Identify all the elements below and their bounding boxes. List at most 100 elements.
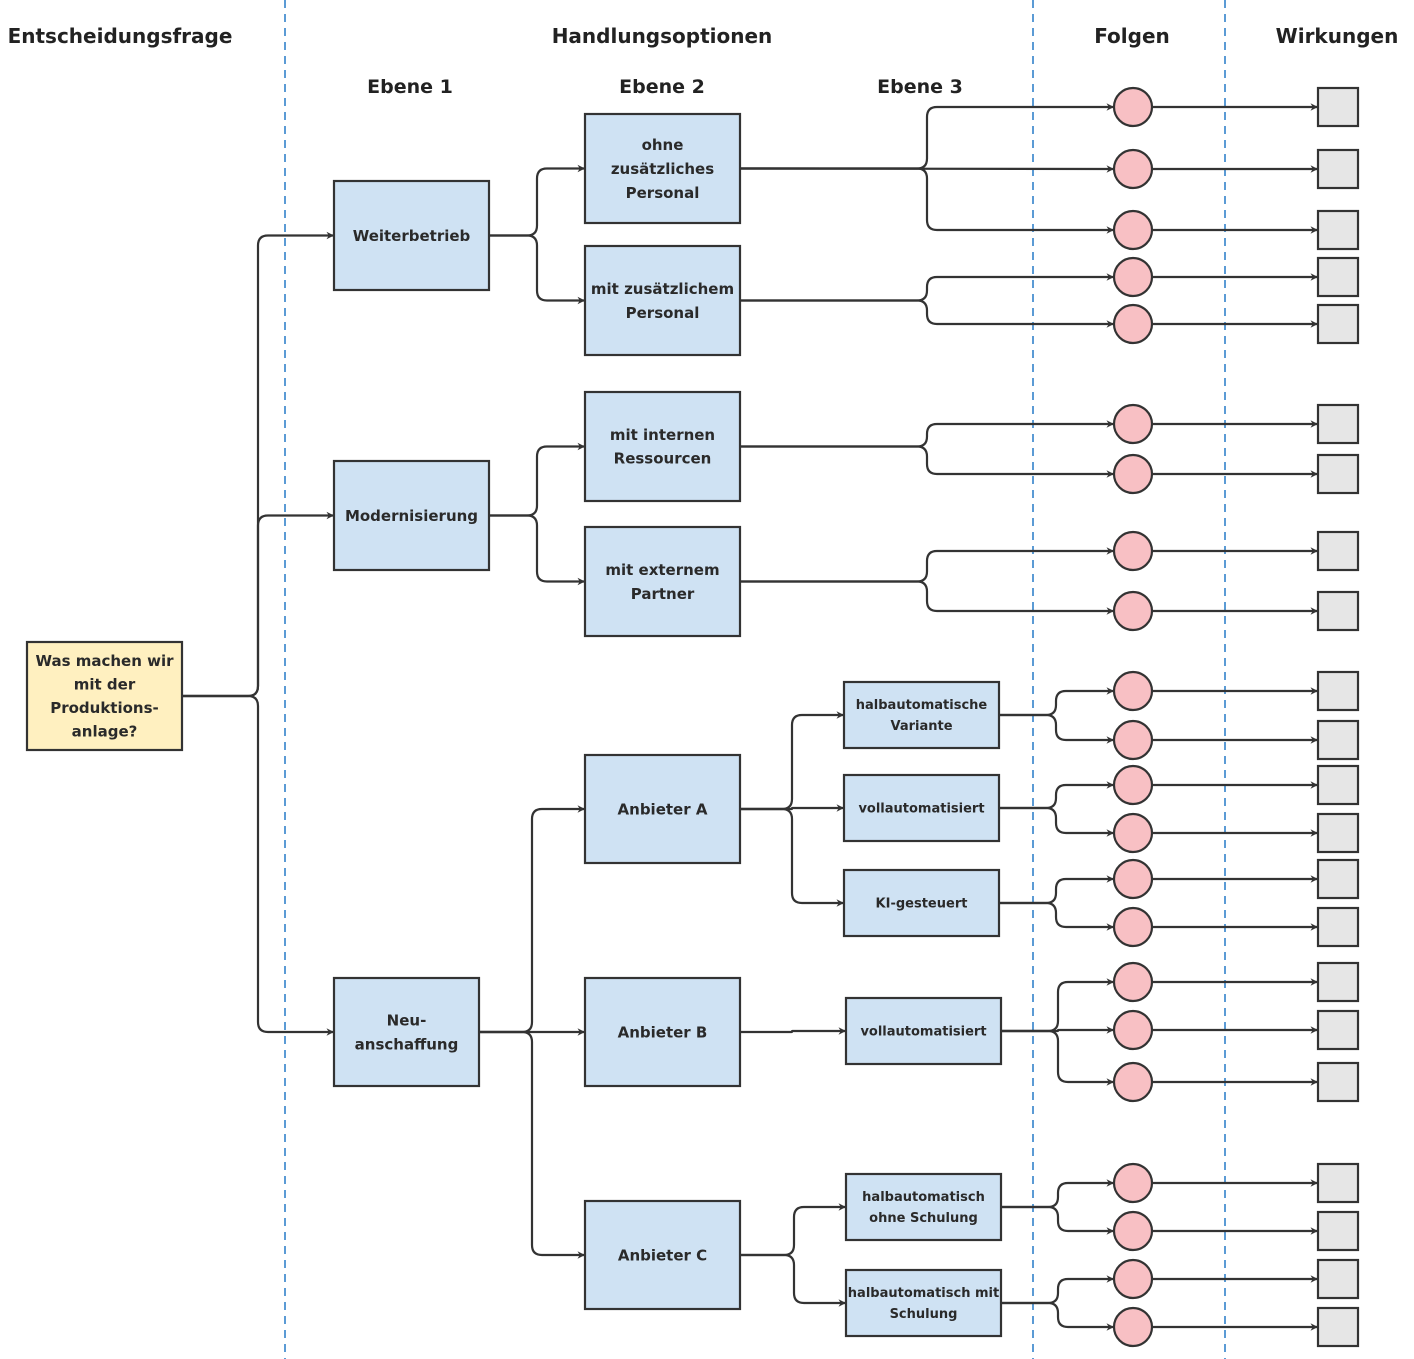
level2-anbieter-c: Anbieter C: [583, 1199, 742, 1311]
level2-anbieter-a-label: Anbieter A: [618, 800, 708, 818]
level1-modernisierung: Modernisierung: [332, 459, 491, 572]
consequence-circle: [1112, 86, 1154, 128]
level3-a-vollautomatisiert-box: [842, 773, 1001, 843]
header-options: Handlungsoptionen: [552, 24, 773, 48]
consequence-circle: [1112, 670, 1154, 712]
level2-ohne-personal-box: [583, 112, 742, 225]
effect-square: [1316, 906, 1360, 948]
consequence-circle: [1112, 148, 1154, 190]
level3-c-mit-schulung-box: [844, 1268, 1003, 1338]
level2-anbieter-a: Anbieter A: [583, 753, 742, 865]
level3-b-vollautomatisiert: vollautomatisiert: [844, 996, 1003, 1066]
effect-square: [1316, 86, 1360, 128]
consequence-circle: [1112, 303, 1154, 345]
question-node-box: [25, 640, 184, 752]
level2-ohne-personal-label: zusätzliches: [611, 160, 714, 178]
edge-b-vollautomatisiert-to-consequence: [1001, 1029, 1114, 1086]
edge-ohne-personal-to-consequence: [740, 167, 1114, 234]
header-question: Entscheidungsfrage: [8, 24, 233, 48]
level2-ohne-personal-label: ohne: [642, 136, 684, 154]
level2-interne-ressourcen-label: mit internen: [610, 426, 715, 444]
level3-a-halbautomatisch-box: [842, 680, 1001, 750]
level3-a-ki-label: KI-gesteuert: [876, 897, 968, 912]
edge-question-to-neuanschaffung: [182, 694, 334, 1036]
edge-c-mit-schulung-to-consequence: [1001, 1275, 1114, 1305]
level2-interne-ressourcen-label: Ressourcen: [614, 450, 712, 468]
consequence-circle: [1112, 256, 1154, 298]
edge-anbieter-c-to-c-mit-schulung: [740, 1253, 846, 1307]
effect-square: [1316, 1061, 1360, 1103]
consequence-circle: [1112, 1210, 1154, 1252]
level2-anbieter-c-box: [583, 1199, 742, 1311]
edge-a-vollautomatisiert-to-consequence: [999, 806, 1114, 837]
consequence-circle: [1112, 453, 1154, 495]
edge-mit-personal-to-consequence: [740, 273, 1114, 302]
consequence-circle: [1112, 1061, 1154, 1103]
level3-c-mit-schulung-label: Schulung: [890, 1307, 958, 1322]
consequence-circle: [1112, 906, 1154, 948]
level2-mit-personal-label: Personal: [626, 304, 700, 322]
edge-a-halbautomatisch-to-consequence: [999, 713, 1114, 744]
level2-interne-ressourcen-box: [583, 390, 742, 503]
edge-anbieter-a-to-a-ki: [740, 807, 844, 907]
level3-c-ohne-schulung-box: [844, 1172, 1003, 1242]
level3-c-mit-schulung-label: halbautomatisch mit: [848, 1286, 999, 1301]
effect-square: [1316, 858, 1360, 900]
question-node-label: mit der: [74, 676, 136, 694]
level2-anbieter-a-box: [583, 753, 742, 865]
level1-neuanschaffung: Neu-anschaffung: [332, 976, 481, 1088]
header-effects: Wirkungen: [1276, 24, 1399, 48]
consequence-circle: [1112, 1009, 1154, 1051]
edge-neuanschaffung-to-anbieter-c: [479, 1030, 585, 1259]
effect-square: [1316, 209, 1360, 251]
question-node-label: anlage?: [72, 723, 138, 741]
level2-anbieter-c-label: Anbieter C: [618, 1246, 707, 1264]
edge-anbieter-b-to-b-vollautomatisiert: [740, 1027, 846, 1035]
edge-externer-partner-to-consequence: [740, 547, 1114, 583]
header-level-2: Ebene 2: [619, 76, 705, 98]
header-level-3: Ebene 3: [877, 76, 963, 98]
question-node-label: Was machen wir: [35, 652, 174, 670]
level2-externer-partner-label: mit externem: [605, 561, 719, 579]
edge-interne-ressourcen-to-consequence: [740, 420, 1114, 448]
effect-square: [1316, 530, 1360, 572]
effect-square: [1316, 303, 1360, 345]
consequence-circle: [1112, 209, 1154, 251]
effect-square: [1316, 453, 1360, 495]
effect-square: [1316, 148, 1360, 190]
effect-square: [1316, 961, 1360, 1003]
level1-neuanschaffung-label: anschaffung: [355, 1035, 459, 1053]
level2-externer-partner-label: Partner: [631, 585, 695, 603]
edge-modernisierung-to-interne-ressourcen: [489, 442, 585, 517]
question-node-label: Produktions-: [50, 699, 159, 717]
level3-a-ki: KI-gesteuert: [842, 868, 1001, 938]
level2-mit-personal-label: mit zusätzlichem: [591, 280, 734, 298]
edge-a-ki-to-consequence: [999, 901, 1114, 931]
edge-anbieter-c-to-c-ohne-schulung: [740, 1203, 846, 1257]
edge-externer-partner-to-consequence: [740, 580, 1114, 615]
effect-square: [1316, 764, 1360, 806]
edge-anbieter-a-to-a-halbautomatisch: [740, 711, 844, 811]
consequence-circle: [1112, 403, 1154, 445]
level3-b-vollautomatisiert-box: [844, 996, 1003, 1066]
edge-c-ohne-schulung-to-consequence: [1001, 1205, 1114, 1235]
consequence-circle: [1112, 719, 1154, 761]
header-level-1: Ebene 1: [367, 76, 453, 98]
edge-ohne-personal-to-consequence: [740, 103, 1114, 170]
edge-modernisierung-to-externer-partner: [489, 514, 585, 586]
consequence-circle: [1112, 1306, 1154, 1348]
edge-anbieter-a-to-a-vollautomatisiert: [740, 804, 844, 812]
edge-b-vollautomatisiert-to-consequence: [1001, 978, 1114, 1033]
level3-a-halbautomatisch-label: Variante: [890, 719, 952, 734]
level1-neuanschaffung-label: Neu-: [387, 1011, 427, 1029]
header-consequences: Folgen: [1094, 24, 1170, 48]
consequence-circle: [1112, 1258, 1154, 1300]
consequence-circle: [1112, 590, 1154, 632]
effect-square: [1316, 256, 1360, 298]
